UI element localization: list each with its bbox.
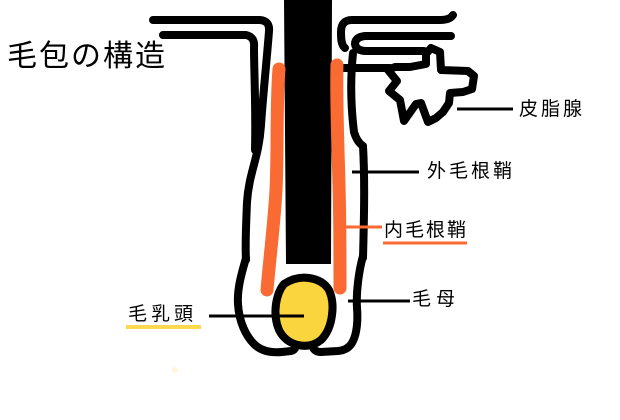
stray-paint-dot: [172, 367, 178, 373]
sebaceous-gland-shape: [384, 44, 478, 126]
page-title: 毛包の構造: [7, 40, 167, 73]
label-inner-root-sheath: 内毛根鞘: [384, 220, 469, 241]
label-hair-matrix: 毛母: [412, 289, 461, 310]
papilla-detail-arc: [318, 278, 336, 301]
label-outer-root-sheath: 外毛根鞘: [427, 161, 516, 182]
label-hair-papilla: 毛乳頭: [128, 304, 198, 325]
label-sebaceous-gland: 皮脂腺: [519, 99, 586, 120]
hair-papilla-shape: [271, 273, 337, 350]
skin-surface-left-inner-line: [159, 31, 260, 154]
outer-root-sheath-right-wall: [347, 49, 369, 262]
follicle-duct-fold-line: [351, 32, 455, 55]
skin-surface-left-outer-line: [149, 16, 274, 264]
inner-root-sheath-right-strand: [330, 58, 347, 295]
hair-shaft: [284, 0, 332, 264]
inner-root-sheath-left-strand: [260, 62, 286, 297]
skin-surface-right-line: [337, 11, 457, 52]
